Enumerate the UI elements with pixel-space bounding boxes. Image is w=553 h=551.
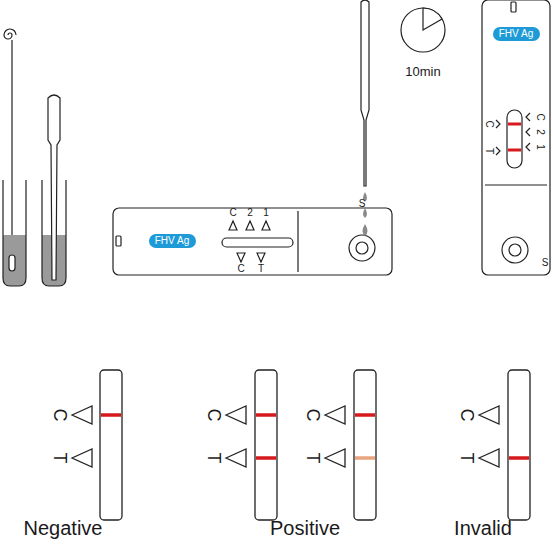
line-marker: 2: [247, 208, 253, 218]
test-line-label: T: [51, 453, 69, 464]
swab-tip: [4, 29, 16, 39]
assay-name: FHV Ag: [499, 29, 533, 39]
test-cassette: [113, 208, 392, 275]
control-line-label: C: [304, 409, 322, 422]
sample-well-mark: S: [542, 258, 549, 268]
result-name: Positive: [270, 518, 340, 538]
dropper: [48, 95, 60, 280]
assay-name-pill: FHV Ag: [149, 234, 196, 248]
line-marker: C: [535, 113, 545, 120]
line-marker: C: [484, 120, 494, 127]
line-marker: 1: [535, 144, 545, 150]
test-line-label: T: [205, 453, 223, 464]
line-marker: T: [258, 264, 264, 274]
result-strip: [508, 370, 530, 520]
result-name: Negative: [24, 518, 103, 538]
control-line-label: C: [205, 409, 223, 422]
assay-name-pill: FHV Ag: [493, 27, 540, 41]
result-strip: [100, 370, 122, 520]
line-marker: 1: [263, 208, 269, 218]
test-line-label: T: [304, 453, 322, 464]
result-name: Invalid: [454, 518, 512, 538]
timer-clock: [401, 8, 445, 52]
control-line-label: C: [458, 409, 476, 422]
result-strip: [255, 370, 277, 520]
line-marker: T: [484, 148, 494, 154]
incubation-time: 10min: [405, 65, 440, 78]
swab-stick: [11, 40, 12, 268]
assay-name: FHV Ag: [155, 236, 189, 246]
sample-tube: [3, 180, 26, 286]
line-marker: C: [229, 208, 236, 218]
sample-well-mark: S: [359, 199, 366, 209]
line-marker: 2: [535, 129, 545, 135]
dropper: [361, 0, 369, 186]
control-line-label: C: [51, 409, 69, 422]
test-line-label: T: [458, 453, 476, 464]
line-marker: C: [237, 264, 244, 274]
test-cassette: [482, 0, 550, 275]
result-strip: [354, 370, 376, 520]
